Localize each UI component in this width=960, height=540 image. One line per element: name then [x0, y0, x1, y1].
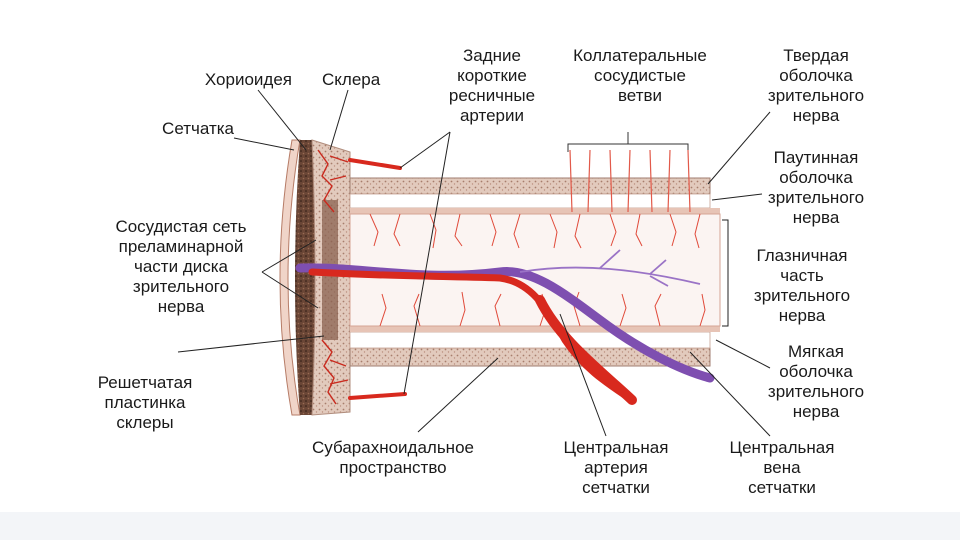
label-pia: Мягкая оболочка зрительного нерва	[767, 342, 865, 421]
label-arachnoid: Паутинная оболочка зрительного нерва	[767, 148, 865, 227]
leader-posterior-ciliary-2	[403, 131, 451, 395]
label-orbital-part: Глазничная часть зрительного нерва	[753, 246, 851, 325]
leader-orbital	[722, 219, 729, 327]
bottom-band	[0, 512, 960, 540]
leader-dura	[707, 111, 771, 185]
prelaminar-network	[317, 149, 349, 405]
collateral-bracket	[567, 132, 689, 152]
choroid-layer	[295, 140, 315, 415]
leader-central-vein	[689, 351, 771, 437]
leader-subarachnoid	[417, 357, 499, 433]
central-retinal-artery	[308, 268, 636, 404]
dura-sheath-upper	[349, 177, 711, 195]
label-retina: Сетчатка	[162, 119, 234, 138]
leader-retina	[233, 137, 295, 151]
subarachnoid-upper	[349, 193, 711, 209]
label-lamina-cribrosa: Решетчатая пластинка склеры	[97, 373, 193, 432]
collateral-branches	[569, 149, 691, 213]
leader-posterior-ciliary-1	[399, 131, 451, 169]
leader-pia	[715, 339, 771, 369]
label-central-vein: Центральная вена сетчатки	[729, 438, 835, 497]
pia-sheath-upper	[350, 208, 720, 214]
subarachnoid-lower	[349, 331, 711, 349]
label-central-artery: Центральная артерия сетчатки	[563, 438, 669, 497]
leader-central-artery	[559, 313, 607, 437]
artery-stem	[535, 295, 637, 405]
leader-prelaminar-1	[261, 239, 317, 273]
leader-sclera	[329, 89, 349, 151]
label-choroid: Хориоидея	[204, 70, 292, 89]
label-posterior-ciliary-arteries: Задние короткие ресничные артерии	[448, 46, 536, 125]
leader-prelaminar-2	[261, 271, 319, 309]
pia-sheath-lower	[350, 326, 720, 332]
leader-arachnoid	[711, 193, 763, 201]
leader-lamina	[177, 335, 325, 353]
label-collateral-branches: Коллатеральные сосудистые ветви	[573, 46, 707, 105]
posterior-ciliary-arteries	[348, 158, 407, 400]
label-prelaminar-network: Сосудистая сеть преламинарной части диск…	[115, 217, 247, 316]
vein-branches	[519, 249, 701, 287]
leader-lines	[177, 89, 771, 437]
label-dura: Твердая оболочка зрительного нерва	[767, 46, 865, 125]
label-subarachnoid-space: Субарахноидальное пространство	[312, 438, 474, 477]
label-sclera: Склера	[322, 70, 381, 89]
leader-choroid	[257, 89, 307, 151]
